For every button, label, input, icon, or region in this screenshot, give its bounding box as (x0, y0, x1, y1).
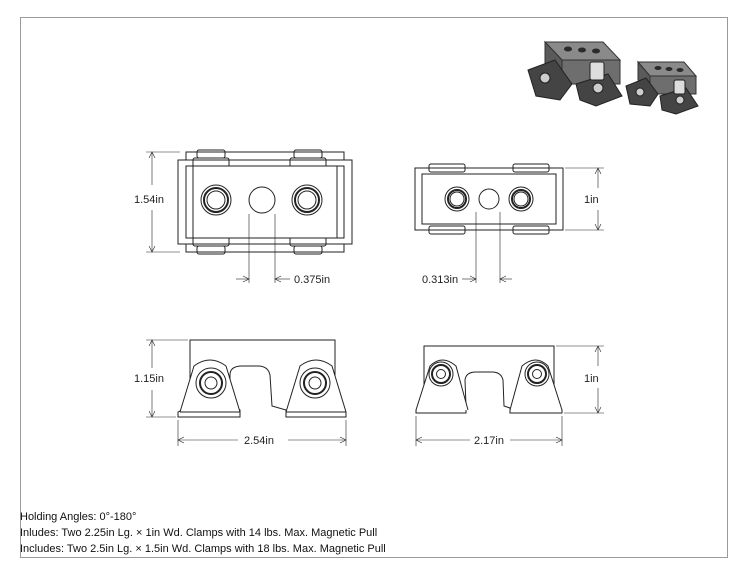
small-top-height-label: 1in (584, 194, 599, 206)
large-front-width-label: 2.54in (244, 435, 274, 447)
large-top-height-label: 1.54in (134, 194, 164, 206)
small-front-height-label: 1in (584, 373, 599, 385)
small-front-view (415, 345, 604, 446)
sheet-border (20, 17, 728, 558)
small-clamp-render (625, 60, 699, 115)
product-render (527, 40, 699, 115)
large-clamp-render (527, 40, 623, 107)
holding-angles-note: Holding Angles: 0°-180° (20, 511, 137, 523)
large-top-view (146, 149, 353, 283)
small-top-view (414, 163, 604, 283)
small-clamp-note: Inludes: Two 2.25in Lg. × 1in Wd. Clamps… (20, 527, 378, 539)
large-front-view (146, 339, 347, 446)
large-clamp-note: Includes: Two 2.5in Lg. × 1.5in Wd. Clam… (20, 543, 386, 555)
large-hole-offset-label: 0.375in (294, 274, 330, 286)
large-front-height-label: 1.15in (134, 373, 164, 385)
small-hole-offset-label: 0.313in (422, 274, 458, 286)
small-front-width-label: 2.17in (474, 435, 504, 447)
